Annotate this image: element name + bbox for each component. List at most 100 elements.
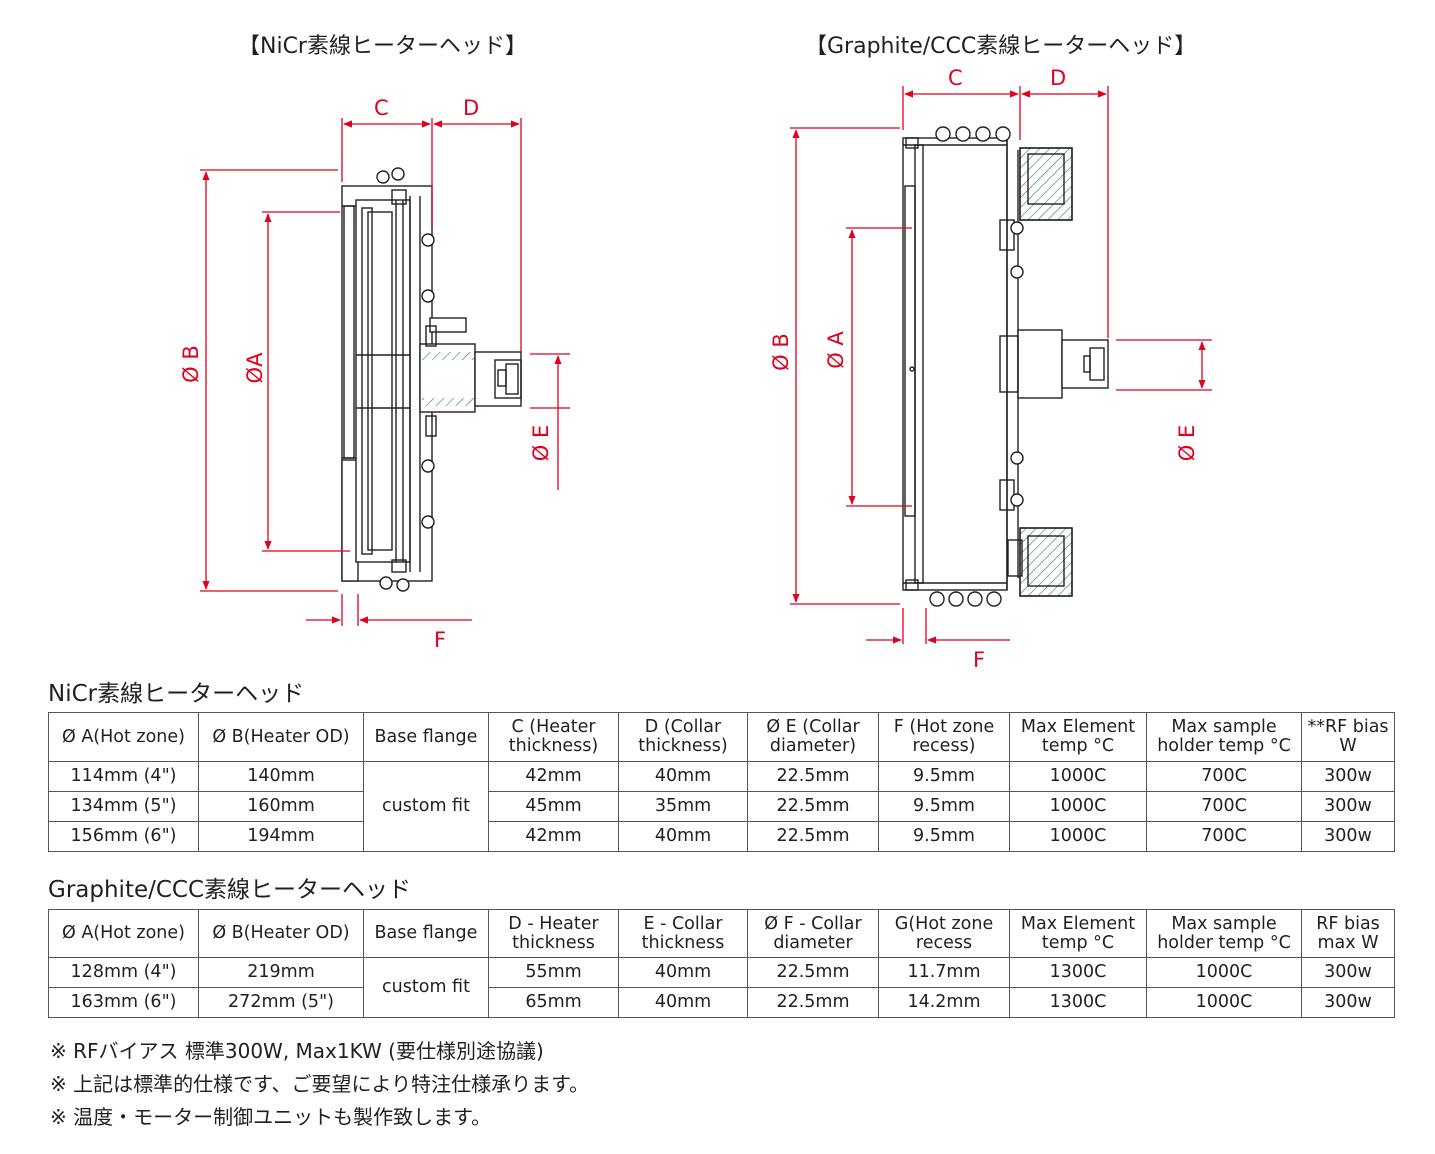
nicr-dim-c: C — [374, 96, 389, 120]
graphite-dim-f: F — [973, 648, 985, 670]
table-cell: 1000C — [1146, 987, 1302, 1018]
technical-drawings: C D Ø B ØA Ø E F — [179, 66, 1212, 670]
table-cell: 1000C — [1009, 761, 1147, 792]
nicr-drawing-title: 【NiCr素線ヒーターヘッド】 — [238, 34, 527, 59]
graphite-dim-c: C — [948, 66, 963, 90]
graphite-dim-e: Ø E — [1175, 425, 1199, 461]
table-cell: 114mm (4") — [48, 761, 199, 792]
graphite-dim-a: Ø A — [824, 331, 848, 369]
table-cell: 40mm — [618, 987, 748, 1018]
header-cell: Ø B(Heater OD) — [198, 712, 364, 762]
table-cell: 11.7mm — [878, 957, 1010, 988]
note-item: ※ 上記は標準的仕様です、ご要望により特注仕様承ります。 — [50, 1072, 590, 1096]
table-cell: 40mm — [618, 957, 748, 988]
table-cell: 42mm — [488, 821, 619, 852]
table-cell: 219mm — [198, 957, 364, 988]
table-row: 163mm (6") 272mm (5") 65mm 40mm 22.5mm 1… — [48, 987, 1395, 1018]
table-header-row: Ø A(Hot zone) Ø B(Heater OD) Base flange… — [48, 712, 1395, 762]
nicr-table-title: NiCr素線ヒーターヘッド — [48, 681, 305, 707]
header-cell: Ø B(Heater OD) — [198, 909, 364, 958]
table-cell: 22.5mm — [747, 987, 879, 1018]
graphite-drawing-title: 【Graphite/CCC素線ヒーターヘッド】 — [805, 34, 1197, 59]
graphite-dim-b: Ø B — [769, 333, 793, 371]
table-cell: 65mm — [488, 987, 619, 1018]
table-cell: 14.2mm — [878, 987, 1010, 1018]
table-cell: 55mm — [488, 957, 619, 988]
table-cell: 22.5mm — [747, 957, 879, 988]
table-header-row: Ø A(Hot zone) Ø B(Heater OD) Base flange… — [48, 909, 1395, 958]
table-cell: 22.5mm — [747, 761, 879, 792]
graphite-spec-table: Ø A(Hot zone) Ø B(Heater OD) Base flange… — [48, 909, 1395, 1018]
table-cell: 40mm — [618, 761, 748, 792]
nicr-dimensions — [200, 118, 570, 626]
table-cell: 134mm (5") — [48, 791, 199, 822]
table-cell: 22.5mm — [747, 791, 879, 822]
graphite-dimension-labels: C D Ø B Ø A Ø E F — [769, 66, 1199, 670]
table-cell: 272mm (5") — [198, 987, 364, 1018]
table-cell: 9.5mm — [878, 791, 1010, 822]
nicr-dim-b: Ø B — [179, 345, 203, 383]
table-cell: 1000C — [1009, 791, 1147, 822]
table-row: 156mm (6") 194mm 42mm 40mm 22.5mm 9.5mm … — [48, 821, 1395, 852]
header-cell: Ø A(Hot zone) — [48, 712, 199, 762]
table-row: 134mm (5") 160mm 45mm 35mm 22.5mm 9.5mm … — [48, 791, 1395, 822]
header-cell: Base flange — [363, 909, 489, 958]
table-cell: 128mm (4") — [48, 957, 199, 988]
table-cell: 140mm — [198, 761, 364, 792]
table-row: 128mm (4") 219mm custom fit 55mm 40mm 22… — [48, 957, 1395, 1018]
table-cell: 9.5mm — [878, 761, 1010, 792]
table-cell: 1000C — [1146, 957, 1302, 988]
table-cell: 22.5mm — [747, 821, 879, 852]
table-cell: 300w — [1301, 987, 1395, 1018]
table-cell: 40mm — [618, 821, 748, 852]
nicr-dim-a: ØA — [243, 352, 267, 384]
graphite-dimensions — [790, 86, 1212, 644]
table-cell: 300w — [1301, 821, 1395, 852]
table-cell: 300w — [1301, 791, 1395, 822]
nicr-dim-f: F — [434, 628, 446, 652]
table-row: 114mm (4") 140mm custom fit 42mm 40mm 22… — [48, 761, 1395, 852]
table-cell: 300w — [1301, 761, 1395, 792]
table-cell: 45mm — [488, 791, 619, 822]
graphite-table-title: Graphite/CCC素線ヒーターヘッド — [48, 877, 412, 903]
note-item: ※ 温度・モーター制御ユニットも製作致します。 — [50, 1105, 492, 1129]
note-item: ※ RFバイアス 標準300W, Max1KW (要仕様別途協議) — [50, 1039, 544, 1063]
flange-cell: custom fit — [363, 761, 489, 852]
table-cell: 700C — [1146, 761, 1302, 792]
header-cell: Ø A(Hot zone) — [48, 909, 199, 958]
table-cell: 163mm (6") — [48, 987, 199, 1018]
table-cell: 160mm — [198, 791, 364, 822]
notes: ※ RFバイアス 標準300W, Max1KW (要仕様別途協議) ※ 上記は標… — [50, 1035, 589, 1134]
nicr-dim-d: D — [463, 96, 479, 120]
table-cell: 35mm — [618, 791, 748, 822]
nicr-spec-table: Ø A(Hot zone) Ø B(Heater OD) Base flange… — [48, 712, 1395, 852]
nicr-dim-e: Ø E — [529, 425, 553, 461]
table-cell: 156mm (6") — [48, 821, 199, 852]
table-cell: 300w — [1301, 957, 1395, 988]
flange-cell: custom fit — [363, 957, 489, 1018]
header-cell: Base flange — [363, 712, 489, 762]
table-cell: 1300C — [1009, 957, 1147, 988]
table-cell: 1300C — [1009, 987, 1147, 1018]
table-cell: 700C — [1146, 821, 1302, 852]
table-cell: 1000C — [1009, 821, 1147, 852]
table-cell: 194mm — [198, 821, 364, 852]
nicr-dimension-labels: C D Ø B ØA Ø E F — [179, 96, 553, 652]
table-cell: 42mm — [488, 761, 619, 792]
nicr-heater-drawing — [341, 167, 522, 592]
table-cell: 9.5mm — [878, 821, 1010, 852]
